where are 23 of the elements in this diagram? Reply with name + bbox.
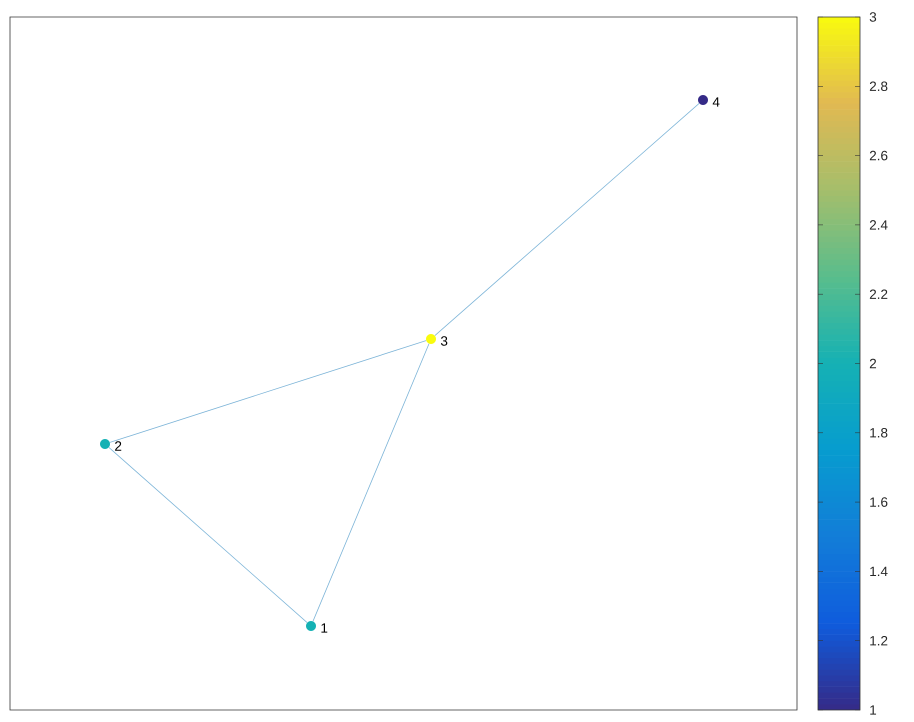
tick-label: 2.4 [870, 220, 888, 230]
tick-label: 2 [870, 358, 876, 368]
tick-label: 1.4 [870, 566, 888, 576]
tick-label: 2.6 [870, 150, 888, 160]
tick-label: 2.2 [870, 289, 888, 299]
edge-line [434, 103, 700, 336]
edge-line [108, 447, 308, 623]
node-label: 1 [321, 623, 328, 633]
edge-line [110, 340, 426, 443]
graph-node [306, 620, 316, 631]
edge-line [312, 343, 430, 622]
graph-node [426, 334, 436, 344]
graph-node [100, 439, 110, 449]
graph-node [698, 94, 708, 105]
tick-label: 1 [870, 705, 876, 715]
tick-label: 1.2 [870, 636, 888, 646]
tick-label: 1.6 [870, 497, 888, 507]
tick-label: 3 [870, 12, 876, 22]
node-label: 4 [712, 97, 720, 107]
tick-label: 2.8 [870, 82, 888, 92]
node-label: 3 [440, 336, 448, 346]
node-label: 2 [115, 441, 122, 451]
tick-label: 1.8 [870, 428, 888, 438]
